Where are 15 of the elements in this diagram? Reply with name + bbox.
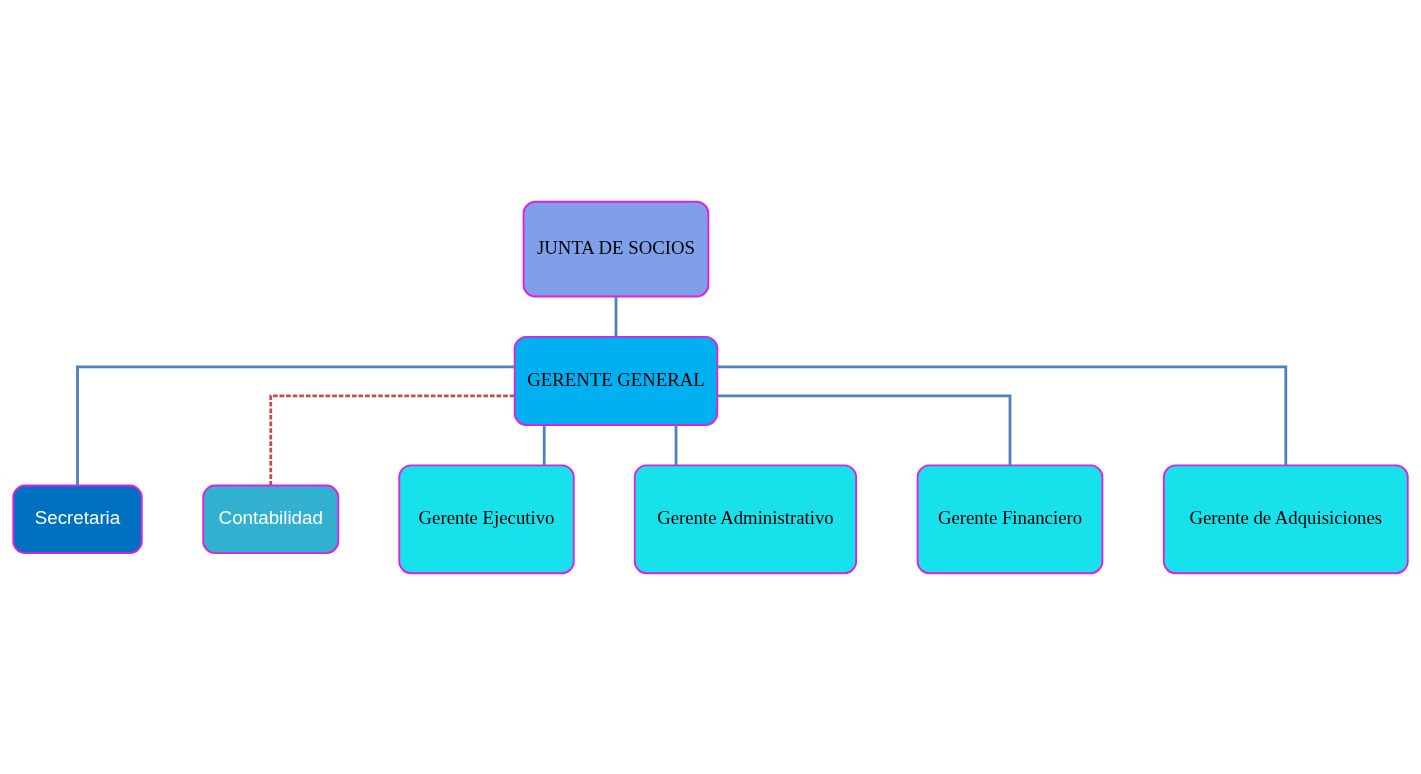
node-box: Gerente Financiero xyxy=(916,463,1104,574)
node-box: Gerente Ejecutivo xyxy=(398,463,575,574)
connector xyxy=(614,296,618,336)
node-box: Secretaria xyxy=(12,484,143,554)
node-box: Gerente Administrativo xyxy=(633,463,858,574)
connector xyxy=(542,424,546,465)
node-box: JUNTA DE SOCIOS xyxy=(522,200,710,297)
node-box: Contabilidad xyxy=(202,484,340,554)
connector xyxy=(717,364,1288,465)
node-box: GERENTE GENERAL xyxy=(513,335,719,426)
connector xyxy=(674,424,678,465)
connector xyxy=(717,394,1012,465)
connector xyxy=(76,364,515,485)
node-box: Gerente de Adquisiciones xyxy=(1162,463,1409,574)
connector xyxy=(269,394,515,485)
